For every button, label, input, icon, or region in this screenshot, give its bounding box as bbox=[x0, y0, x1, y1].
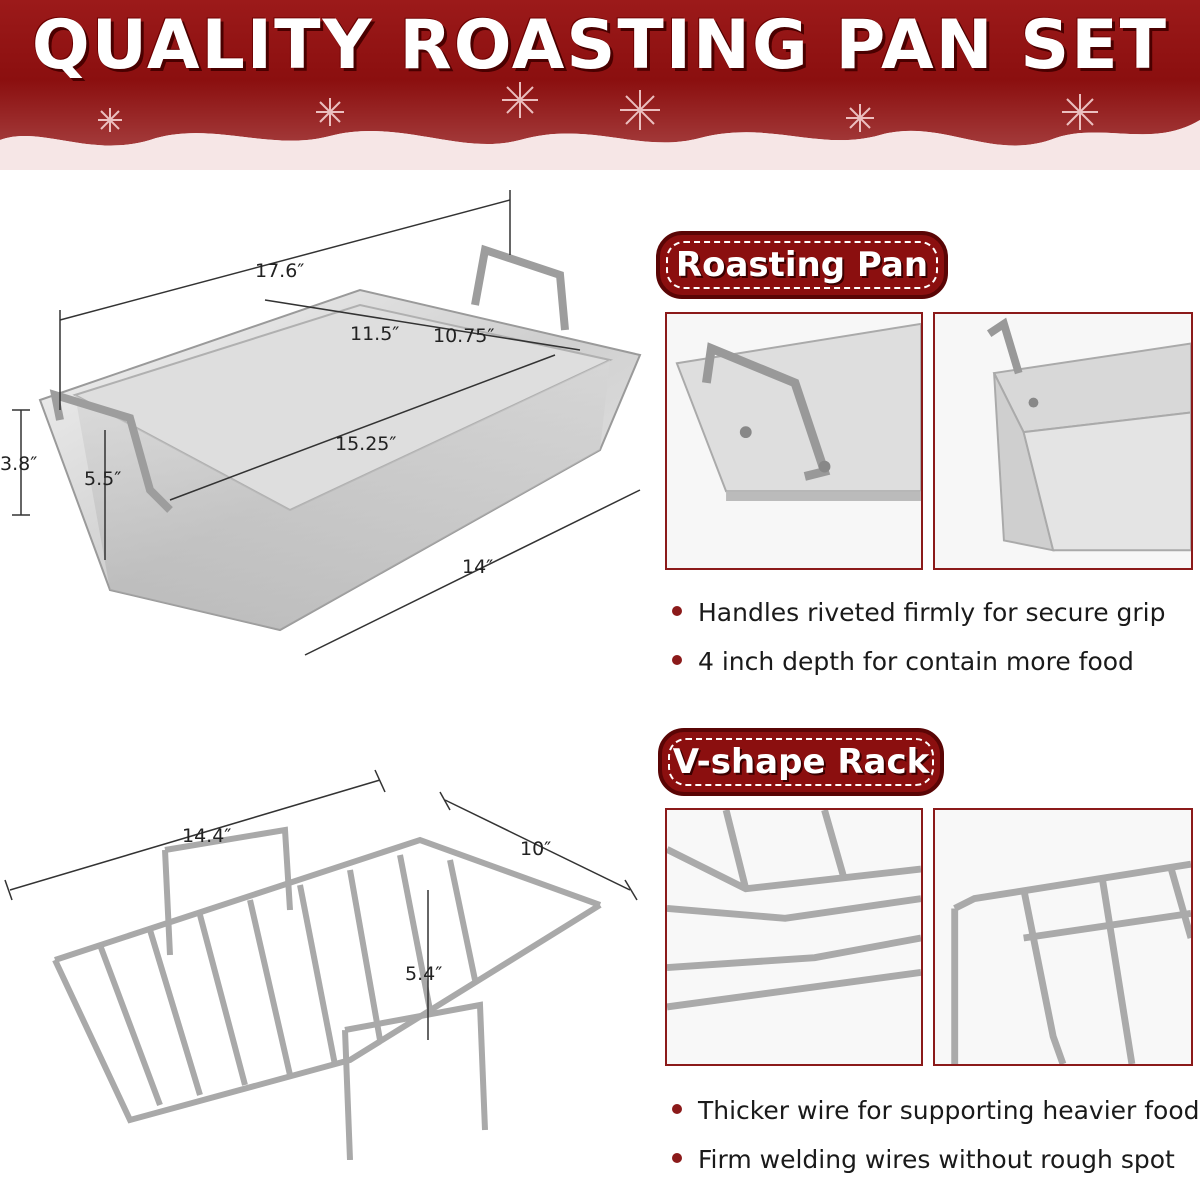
page-title: QUALITY ROASTING PAN SET bbox=[31, 6, 1169, 85]
roasting-pan-badge-label: Roasting Pan bbox=[675, 245, 929, 285]
pan-inner-width-label: 10.75″ bbox=[433, 325, 495, 347]
rack-height-label: 5.4″ bbox=[405, 963, 442, 985]
header-banner: QUALITY ROASTING PAN SET bbox=[0, 0, 1200, 170]
pan-length-label: 17.6″ bbox=[255, 260, 304, 282]
pan-handle-photo bbox=[665, 312, 923, 570]
rack-length-label: 14.4″ bbox=[182, 825, 231, 847]
pan-illustration bbox=[38, 244, 642, 632]
roasting-pan-badge: Roasting Pan bbox=[656, 231, 948, 299]
pan-corner-photo bbox=[933, 312, 1193, 570]
pan-feature-item: Handles riveted firmly for secure grip bbox=[672, 598, 1166, 627]
pan-inner-length-label: 15.25″ bbox=[335, 433, 397, 455]
rack-feature-item: Firm welding wires without rough spot bbox=[672, 1145, 1175, 1174]
bullet-dot-icon bbox=[672, 1104, 682, 1114]
rack-badge-label: V-shape Rack bbox=[672, 742, 930, 782]
snowflake-icons bbox=[98, 82, 1098, 132]
rack-dimension-lines bbox=[4, 769, 638, 1040]
rack-weld-photo bbox=[933, 808, 1193, 1066]
pan-feature-item: 4 inch depth for contain more food bbox=[672, 647, 1134, 676]
bullet-dot-icon bbox=[672, 655, 682, 665]
pan-width-label: 14″ bbox=[462, 556, 493, 578]
roasting-pan-diagram: 17.6″ 11.5″ 10.75″ 15.25″ 3.8″ 5.5″ 14″ bbox=[0, 180, 650, 680]
rack-illustration bbox=[52, 826, 602, 1161]
bullet-dot-icon bbox=[672, 606, 682, 616]
pan-side-height-label: 5.5″ bbox=[84, 468, 121, 490]
rack-feature-item: Thicker wire for supporting heavier food bbox=[672, 1096, 1200, 1125]
pan-top-width-label: 11.5″ bbox=[350, 323, 399, 345]
bullet-dot-icon bbox=[672, 1153, 682, 1163]
banner-background bbox=[0, 0, 1200, 170]
pan-height-label: 3.8″ bbox=[0, 453, 37, 475]
rack-badge: V-shape Rack bbox=[658, 728, 944, 796]
rack-wire-photo bbox=[665, 808, 923, 1066]
rack-diagram: 14.4″ 10″ 5.4″ bbox=[0, 740, 650, 1161]
rack-width-label: 10″ bbox=[520, 838, 551, 860]
pan-dimension-lines bbox=[12, 190, 641, 656]
